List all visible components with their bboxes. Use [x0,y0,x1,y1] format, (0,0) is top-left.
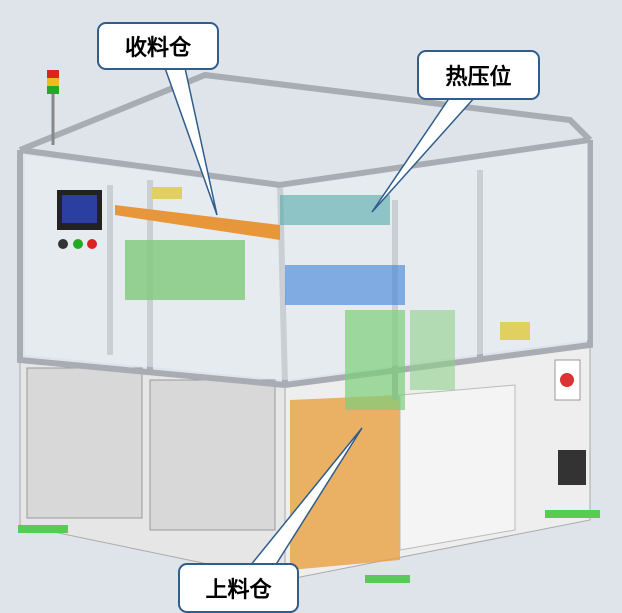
cabinet-door-right [149,379,276,531]
mechanism [125,240,245,300]
collect-plate [115,205,280,240]
feeder-column [345,310,405,410]
signal-red [47,70,59,78]
hot-press-head [280,195,390,225]
foot [18,525,68,533]
foot [365,575,410,583]
feed-bin-area [290,395,400,570]
fan-grille [558,450,586,485]
button-icon [58,239,68,249]
part-box [152,187,182,199]
callout-collect-bin: 收料仓 [97,22,219,70]
cabinet-door-left [26,367,143,519]
foot [545,510,600,518]
glass-door [399,384,516,551]
hot-press-tray [285,265,405,305]
feeder-column [410,310,455,390]
hmi-display [62,195,97,223]
callout-feed-bin: 上料仓 [178,563,299,613]
callout-hot-press: 热压位 [417,50,540,100]
stop-button-icon [560,373,574,387]
signal-green [47,86,59,94]
part-box [500,322,530,340]
button-icon [73,239,83,249]
signal-yellow [47,78,59,86]
button-icon [87,239,97,249]
